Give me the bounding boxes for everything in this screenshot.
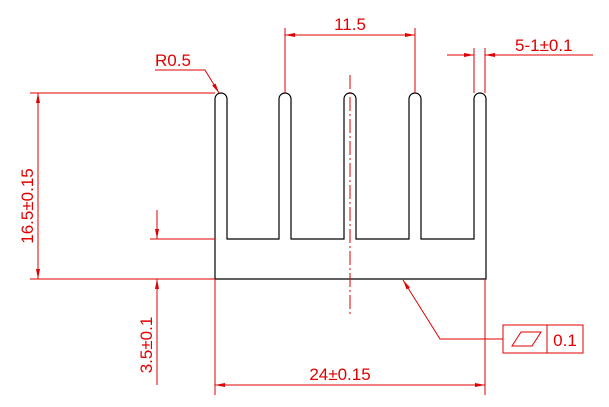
label-fin-thickness: 5-1±0.1 [515, 36, 573, 55]
label-fin-radius: R0.5 [155, 51, 191, 70]
flatness-icon [511, 331, 542, 347]
label-base-thickness: 3.5±0.1 [137, 317, 156, 374]
label-width: 24±0.15 [309, 365, 370, 384]
heatsink-outline [214, 92, 487, 280]
label-fin-pitch: 11.5 [334, 15, 366, 34]
label-flatness-value: 0.1 [553, 331, 577, 350]
label-height: 16.5±0.15 [18, 168, 37, 244]
flatness-frame [502, 324, 584, 354]
